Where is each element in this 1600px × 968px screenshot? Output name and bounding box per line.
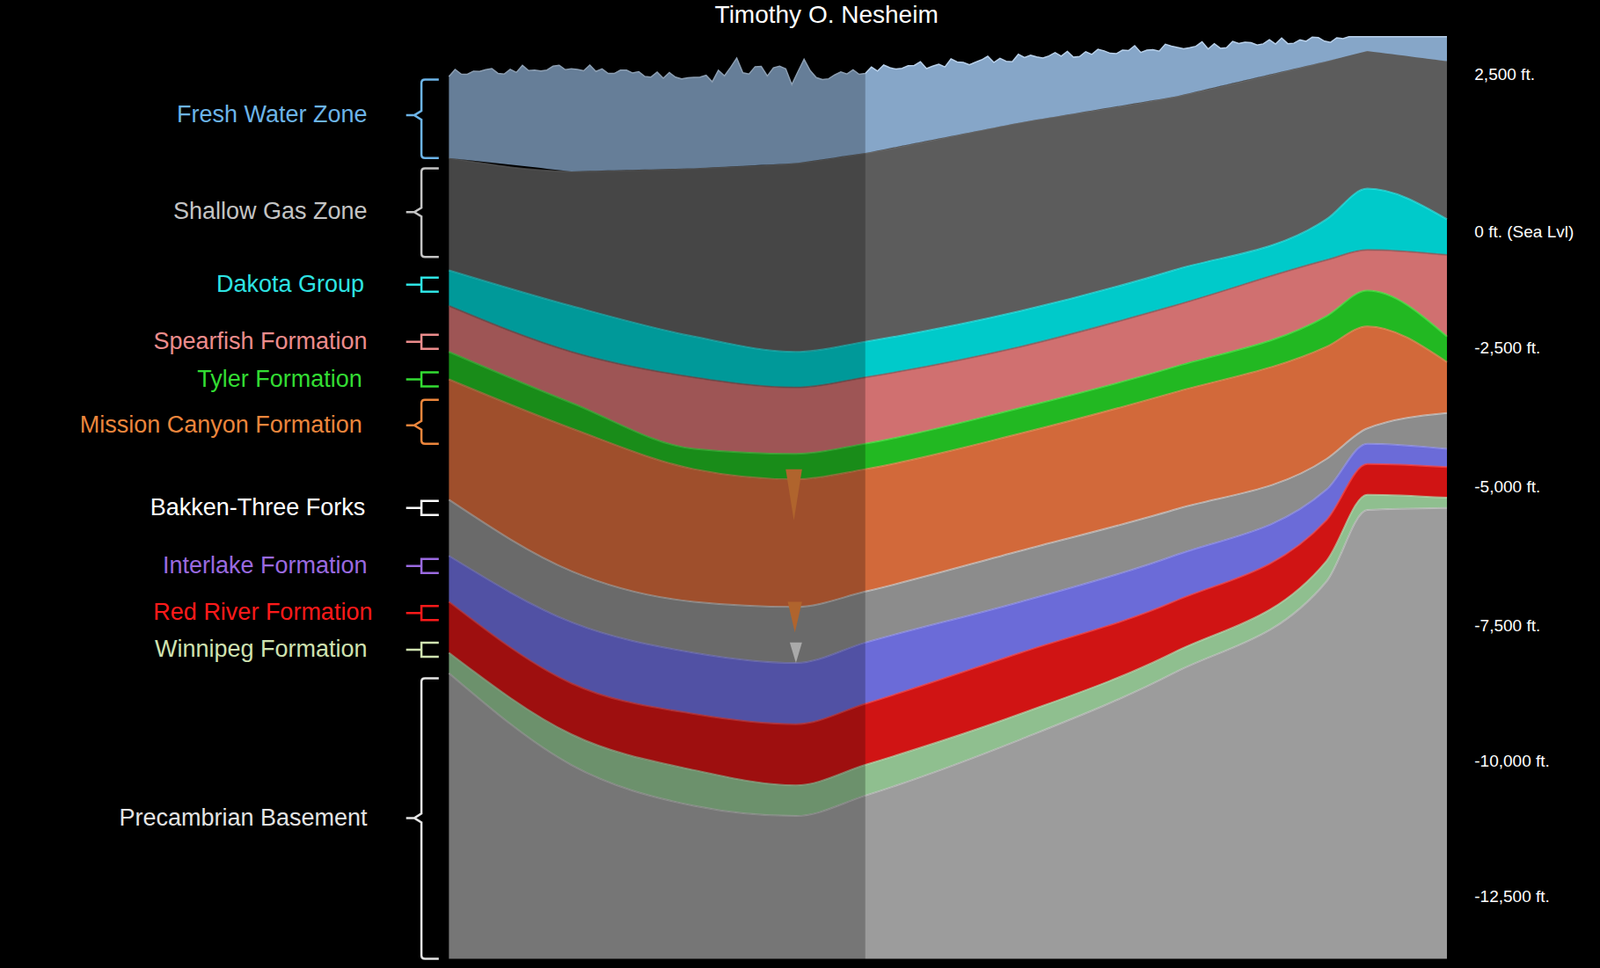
depth-label: -12,500 ft.: [1474, 888, 1550, 907]
formation-label: Tyler Formation: [197, 366, 363, 394]
formation-label: Spearfish Formation: [153, 328, 368, 356]
bracket: [406, 372, 439, 388]
bracket: [406, 678, 439, 959]
depth-label: 0 ft. (Sea Lvl): [1474, 223, 1574, 242]
depth-label: 2,500 ft.: [1474, 65, 1535, 85]
bracket: [406, 335, 439, 350]
formation-label: Dakota Group: [216, 271, 365, 299]
formation-label: Shallow Gas Zone: [173, 198, 368, 226]
bracket: [406, 606, 439, 621]
formation-label: Bakken-Three Forks: [150, 495, 366, 522]
bracket: [406, 559, 439, 574]
formation-label: Mission Canyon Formation: [80, 412, 363, 439]
bracket: [406, 400, 439, 445]
depth-label: -5,000 ft.: [1474, 478, 1541, 497]
depth-label: -2,500 ft.: [1474, 339, 1541, 358]
author-credit: Timothy O. Nesheim: [715, 1, 939, 30]
formation-label: Red River Formation: [153, 599, 373, 627]
depth-label: -10,000 ft.: [1474, 752, 1550, 772]
bracket: [406, 168, 439, 257]
depth-label: -7,500 ft.: [1474, 617, 1541, 636]
bracket: [406, 501, 439, 516]
bracket: [406, 277, 439, 293]
formation-label: Interlake Formation: [162, 553, 368, 580]
formation-label: Precambrian Basement: [118, 805, 367, 833]
bracket: [406, 642, 439, 658]
formation-label: Winnipeg Formation: [154, 636, 368, 664]
formation-label: Fresh Water Zone: [176, 102, 368, 129]
bracket: [406, 79, 439, 158]
shaded-face: [448, 0, 865, 965]
